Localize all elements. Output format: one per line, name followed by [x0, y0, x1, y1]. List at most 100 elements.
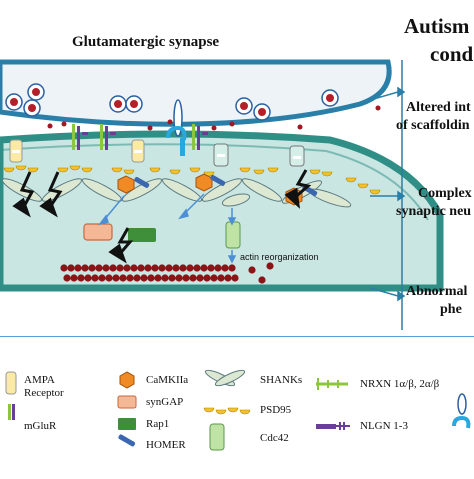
actin-monomer [186, 264, 194, 272]
actin-monomer [193, 264, 201, 272]
ampa-receptor-icon [289, 145, 305, 167]
actin-monomer [217, 274, 225, 282]
legend-cdc42: Cdc42 [260, 432, 289, 444]
right-text-3-line1: Abnormal [406, 284, 468, 299]
legend-ampa-line1: AMPA [24, 374, 55, 386]
actin-monomer [88, 264, 96, 272]
right-text-1-line2: of scaffoldin [396, 118, 470, 133]
mglur-icon [8, 404, 15, 420]
actin-monomer [63, 274, 71, 282]
actin-monomer [84, 274, 92, 282]
legend-camkiia: CaMKIIa [146, 374, 189, 386]
actin-monomer [248, 266, 256, 274]
legend-homer: HOMER [146, 439, 186, 451]
actin-monomer [258, 276, 266, 284]
right-text-1-line1: Altered int [406, 100, 471, 115]
glutamate-dots [47, 105, 381, 131]
presynaptic-terminal [0, 59, 392, 127]
actin-filaments [60, 262, 274, 284]
actin-monomer [161, 274, 169, 282]
actin-monomer [70, 274, 78, 282]
actin-monomer [77, 274, 85, 282]
legend-rap1: Rap1 [146, 418, 170, 430]
lightning-arrow-icon [12, 171, 35, 218]
actin-monomer [119, 274, 127, 282]
ampa-receptor-icon [213, 143, 229, 167]
homer-icon [118, 434, 136, 447]
blue-receptor-icon [452, 393, 471, 429]
actin-monomer [210, 274, 218, 282]
actin-monomer [196, 274, 204, 282]
right-text-2-line1: Complex [418, 186, 472, 201]
right-title-line1: Autism [404, 14, 470, 38]
actin-monomer [140, 274, 148, 282]
actin-monomer [224, 274, 232, 282]
cdc42-icon [209, 423, 225, 451]
legend-mglur: mGluR [24, 420, 57, 432]
right-text-3-line2: phe [440, 302, 462, 317]
lightning-arrow-icon [108, 227, 134, 264]
lightning-arrow-icon [39, 171, 63, 218]
legend-nlgn: NLGN 1-3 [360, 420, 408, 432]
nrxn-icon [316, 378, 348, 390]
actin-monomer [126, 274, 134, 282]
legend-psd95: PSD95 [260, 404, 292, 416]
actin-monomer [102, 264, 110, 272]
nrxn-nlgn-complexes [72, 99, 208, 156]
legend-nrxn: NRXN 1α/β, 2α/β [360, 378, 440, 390]
actin-monomer [266, 262, 274, 270]
syngap-icon [117, 395, 137, 409]
synaptic-vesicle-icon [235, 97, 253, 115]
legend-syngap: synGAP [146, 396, 184, 408]
actin-monomer [168, 274, 176, 282]
actin-monomer [172, 264, 180, 272]
actin-monomer [147, 274, 155, 282]
legend-icons [5, 369, 471, 451]
right-title-line2: cond [430, 42, 474, 66]
signaling-arrows [98, 193, 237, 264]
right-text-2-line2: synaptic neu [396, 204, 472, 219]
actin-monomer [130, 264, 138, 272]
synaptic-vesicle-icon [125, 95, 143, 113]
actin-monomer [179, 264, 187, 272]
legend-shanks: SHANKs [260, 374, 303, 386]
actin-monomer [154, 274, 162, 282]
cdc42-box [225, 221, 241, 249]
actin-monomer [109, 264, 117, 272]
actin-monomer [116, 264, 124, 272]
ampa-receptor-icon [131, 139, 145, 163]
actin-monomer [207, 264, 215, 272]
actin-monomer [137, 264, 145, 272]
synaptic-vesicle-icon [27, 83, 45, 101]
actin-monomer [182, 274, 190, 282]
actin-monomer [200, 264, 208, 272]
actin-monomer [123, 264, 131, 272]
actin-monomer [203, 274, 211, 282]
actin-monomer [158, 264, 166, 272]
actin-monomer [60, 264, 68, 272]
synaptic-vesicles [5, 83, 339, 121]
actin-monomer [151, 264, 159, 272]
actin-monomer [228, 264, 236, 272]
legend-separator [0, 336, 474, 337]
actin-monomer [74, 264, 82, 272]
shank-intracellular [221, 193, 251, 207]
actin-monomer [67, 264, 75, 272]
rap1-icon [118, 418, 136, 430]
actin-monomer [231, 274, 239, 282]
syngap-box [83, 223, 113, 241]
psd95-icon [203, 407, 251, 415]
actin-monomer [81, 264, 89, 272]
shank-icon [204, 369, 246, 387]
synaptic-vesicle-icon [23, 99, 41, 117]
actin-monomer [133, 274, 141, 282]
shank-scaffold [1, 178, 352, 208]
actin-monomer [214, 264, 222, 272]
actin-monomer [189, 274, 197, 282]
actin-monomer [112, 274, 120, 282]
right-pointer-arrows [369, 86, 406, 302]
actin-monomer [221, 264, 229, 272]
synaptic-vesicle-icon [253, 103, 271, 121]
actin-monomer [95, 264, 103, 272]
